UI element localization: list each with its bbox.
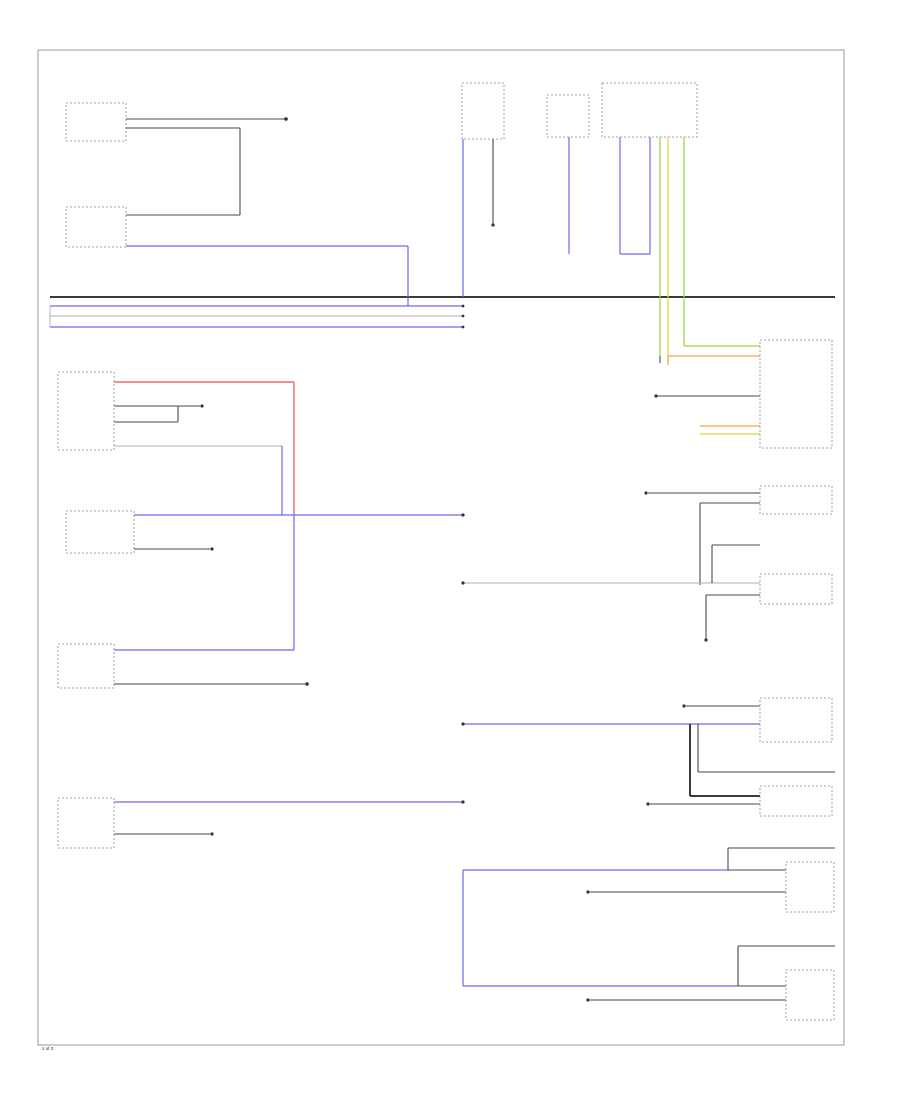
right-mid-rows xyxy=(461,485,833,642)
row-515 xyxy=(65,510,465,651)
left-bottom-module xyxy=(57,797,465,849)
top-left-module xyxy=(65,102,409,306)
diagram-frame xyxy=(37,49,845,1046)
left-mid-module xyxy=(57,371,295,515)
left-lower-module xyxy=(57,643,309,689)
main-bus-wires xyxy=(49,296,835,329)
top-center-connectors xyxy=(461,82,698,365)
page-number: 1 of 3 xyxy=(42,1046,54,1051)
right-lower-rows xyxy=(461,697,835,1021)
right-upper-module xyxy=(654,339,833,449)
